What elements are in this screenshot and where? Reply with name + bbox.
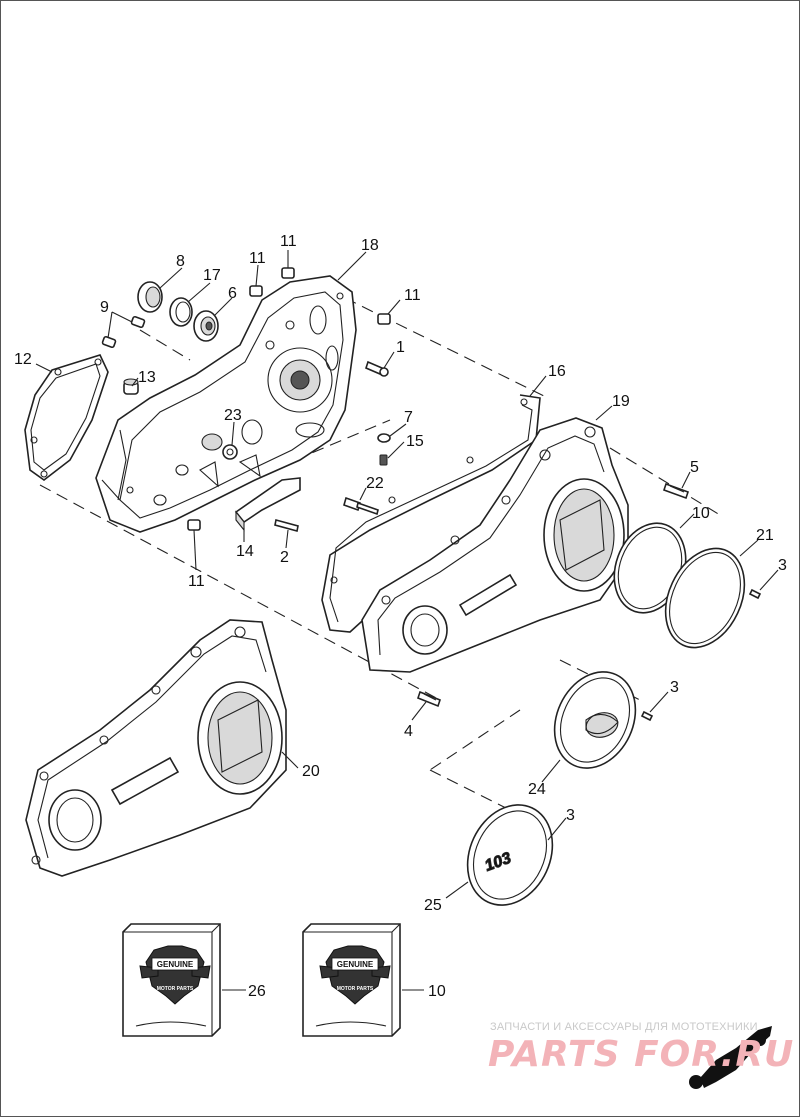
parts-box-10: GENUINE MOTOR PARTS <box>302 923 401 1037</box>
box-26-brand-text: GENUINE <box>157 960 194 969</box>
box-26-sub-text: MOTOR PARTS <box>157 986 194 992</box>
callout-9: 9 <box>100 299 109 316</box>
callout-23: 23 <box>224 407 242 424</box>
callout-11-a: 11 <box>249 250 266 267</box>
watermark-caption: ЗАПЧАСТИ И АКСЕССУАРЫ ДЛЯ МОТОТЕХНИКИ <box>490 1021 758 1033</box>
gasket-21 <box>664 547 746 649</box>
callout-15: 15 <box>406 433 424 450</box>
callout-10-a: 10 <box>692 505 710 522</box>
callout-24: 24 <box>528 781 546 798</box>
bolt-2 <box>274 519 299 532</box>
callout-10-b: 10 <box>428 983 446 1000</box>
bolt-5 <box>662 482 690 500</box>
callout-6: 6 <box>228 285 237 302</box>
box-10-sub-text: MOTOR PARTS <box>337 986 374 992</box>
retaining-ring-17 <box>169 297 193 327</box>
callout-25: 25 <box>424 897 442 914</box>
callout-3-a: 3 <box>778 557 787 574</box>
outer-primary-cover-19 <box>361 417 629 673</box>
screw-1 <box>365 360 389 377</box>
screw-22 <box>343 496 379 516</box>
callout-3-c: 3 <box>566 807 575 824</box>
callout-4: 4 <box>404 723 413 740</box>
outer-primary-cover-20 <box>25 619 287 877</box>
watermark-logo: PARTS FOR.RU <box>488 1034 795 1075</box>
screw-3-b <box>640 710 654 722</box>
leader-lines <box>35 250 779 991</box>
callout-14: 14 <box>236 543 254 560</box>
callout-11-c: 11 <box>404 287 421 304</box>
dowels-11 <box>187 267 391 531</box>
chain-adjuster-14 <box>234 477 301 532</box>
callout-3-b: 3 <box>670 679 679 696</box>
callout-7: 7 <box>404 409 413 426</box>
callout-5: 5 <box>690 459 699 476</box>
callout-22: 22 <box>366 475 384 492</box>
callout-13: 13 <box>138 369 156 386</box>
screw-3-a <box>748 588 762 600</box>
callout-labels: 8 17 6 9 11 11 18 11 1 12 13 23 7 15 22 … <box>14 233 787 1000</box>
bolt-4 <box>417 690 441 708</box>
watermark-icon <box>689 1026 772 1089</box>
inner-primary-housing-18 <box>95 275 357 533</box>
callout-2: 2 <box>280 549 289 566</box>
callout-21: 21 <box>756 527 774 544</box>
callout-1: 1 <box>396 339 405 356</box>
callout-16: 16 <box>548 363 566 380</box>
callout-18: 18 <box>361 237 379 254</box>
derby-cover-24 <box>553 671 637 769</box>
parts-box-26: GENUINE MOTOR PARTS <box>122 923 221 1037</box>
callout-19: 19 <box>612 393 630 410</box>
callout-12: 12 <box>14 351 32 368</box>
callout-26: 26 <box>248 983 266 1000</box>
seal-8 <box>137 281 163 313</box>
callout-8: 8 <box>176 253 185 270</box>
derby-cover-25: 103 <box>466 804 554 906</box>
bushing-23 <box>222 444 238 460</box>
plug-15 <box>379 454 388 466</box>
gasket-12 <box>24 354 109 481</box>
callout-11-d: 11 <box>188 573 205 590</box>
bearing-6 <box>193 310 219 342</box>
o-ring-7 <box>377 433 391 443</box>
dowel-pins-9 <box>101 315 146 349</box>
callout-20: 20 <box>302 763 320 780</box>
box-10-brand-text: GENUINE <box>337 960 374 969</box>
callout-11-b: 11 <box>280 233 297 250</box>
callout-17: 17 <box>203 267 221 284</box>
